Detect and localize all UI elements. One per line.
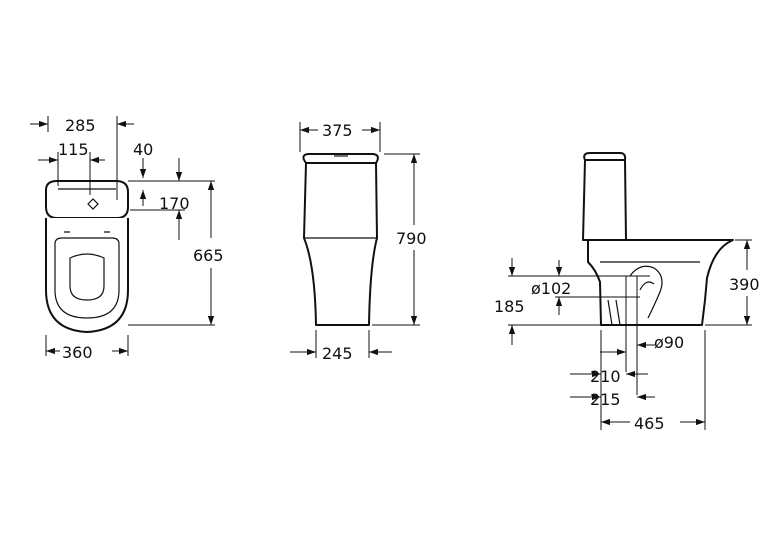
front-view-cistern <box>303 162 378 326</box>
dim-170: 170 <box>159 194 190 213</box>
dim-285: 285 <box>65 116 96 135</box>
dim-40: 40 <box>133 140 153 159</box>
side-view-cistern-lid <box>583 152 627 161</box>
dim-665: 665 <box>193 246 224 265</box>
dim-360: 360 <box>62 343 93 362</box>
top-view-bowl-opening <box>69 253 105 301</box>
top-view-seat-outline <box>54 237 120 319</box>
dim-375: 375 <box>322 121 353 140</box>
side-view-trap <box>629 265 663 319</box>
dim-115: 115 <box>58 140 89 159</box>
dim-790: 790 <box>396 229 427 248</box>
dim-185: 185 <box>494 297 525 316</box>
top-view-tank-outline <box>45 180 129 219</box>
dim-o90: ø90 <box>654 333 684 352</box>
side-view-bowl <box>587 239 734 326</box>
dim-215: 215 <box>590 390 621 409</box>
dim-o102: ø102 <box>531 279 571 298</box>
front-view: 375 790 245 <box>290 121 427 363</box>
side-view: ø102 185 390 ø90 210 215 465 <box>494 152 760 433</box>
top-view-bowl-outline <box>45 218 129 333</box>
side-view-cistern <box>582 159 627 241</box>
dim-245: 245 <box>322 344 353 363</box>
top-view-flush-button <box>87 198 99 210</box>
side-view-trap-inner <box>607 299 621 326</box>
dim-465: 465 <box>634 414 665 433</box>
front-view-cistern-lid <box>302 153 379 164</box>
dim-210: 210 <box>590 367 621 386</box>
top-view: 285 115 40 170 665 360 <box>30 116 224 362</box>
dim-390: 390 <box>729 275 760 294</box>
